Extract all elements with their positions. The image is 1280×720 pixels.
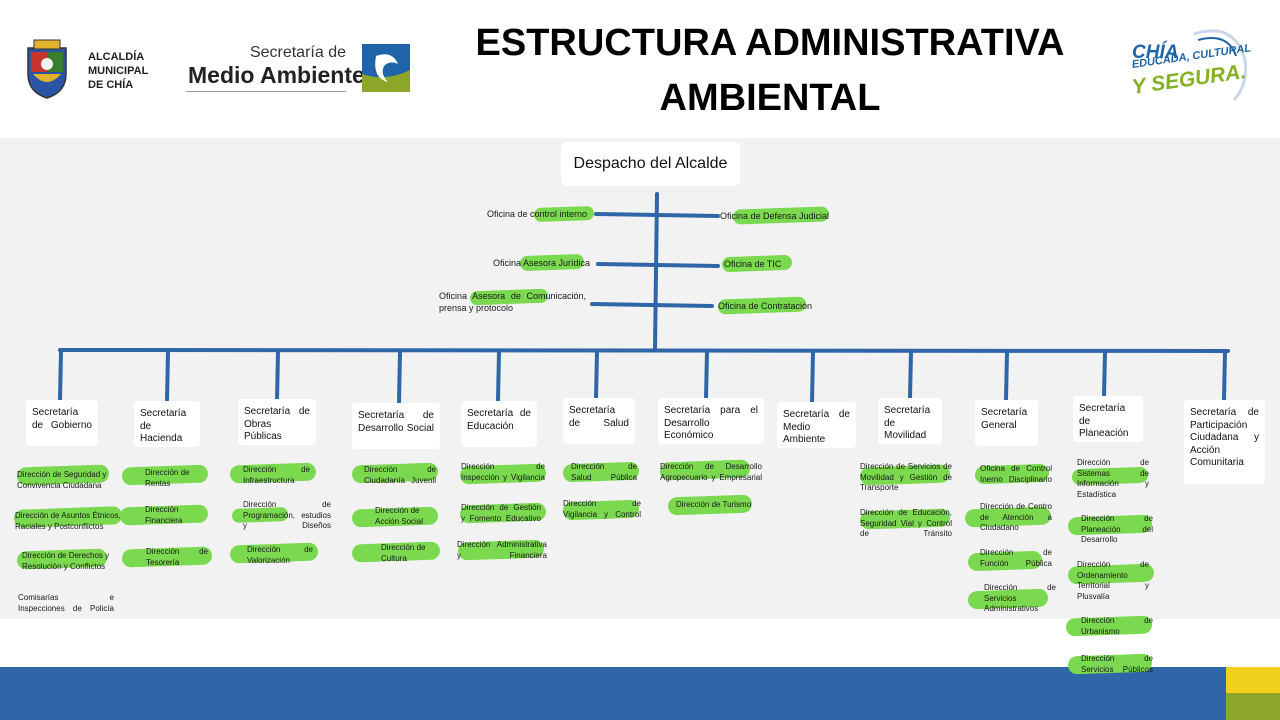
office-defensa-judicial: Oficina de Defensa Judicial xyxy=(720,211,830,221)
direccion-servicios-administrativos: Dirección de Servicios Administrativos xyxy=(984,583,1056,613)
title-line-2: AMBIENTAL xyxy=(659,77,881,119)
secretaria-desarrollo-economico: Secretaría para el Desarrollo Económico xyxy=(658,398,764,444)
swoosh-icon xyxy=(1193,29,1248,101)
secretaria-salud: Secretaría de Salud xyxy=(563,398,635,444)
alcaldia-line-3: DE CHÍA xyxy=(88,79,134,91)
drop-educacion xyxy=(496,350,501,402)
drop-salud xyxy=(594,350,599,400)
drop-movilidad xyxy=(908,350,913,400)
direccion-derechos-resolucion: Dirección de Derechos y Resolución y Con… xyxy=(22,551,110,571)
drop-hacienda xyxy=(165,350,170,402)
direccion-tesoreria: Dirección de Tesorería xyxy=(146,547,208,567)
secretarias-bus xyxy=(58,348,1230,353)
direccion-vigilancia-control: Dirección de Vigilancia y Control xyxy=(563,499,641,519)
secretaria-gobierno: Secretaría de Gobierno xyxy=(26,400,98,446)
direccion-inspeccion-vigilancia: Dirección de Inspección y Vigilancia xyxy=(461,462,545,482)
direccion-infraestructura: Dirección de Infraestructura xyxy=(243,465,310,485)
direccion-programacion-estudios: Dirección de Programación, estudios y Di… xyxy=(243,500,331,530)
drop-social xyxy=(397,350,402,404)
direccion-salud-publica: Dirección de Salud Pública xyxy=(571,462,637,482)
direccion-servicios-publicos: Dirección de Servicios Públicos xyxy=(1081,654,1153,674)
office-asesora-juridica: Oficina Asesora Jurídica xyxy=(493,258,591,268)
drop-obras xyxy=(275,350,280,402)
footer-accent-yellow xyxy=(1226,667,1280,693)
office-control-interno: Oficina de control interno xyxy=(487,209,588,219)
secretaria-participacion-ciudadana: Secretaría de Participación Ciudadana y … xyxy=(1184,400,1265,484)
direccion-sistemas-informacion: Dirección de Sistemas de Información y E… xyxy=(1077,458,1149,499)
footer-accent-green xyxy=(1226,693,1280,720)
secretaria-educacion: Secretaría de Educación xyxy=(461,401,537,447)
secretaria-movilidad: Secretaría de Movilidad xyxy=(878,398,942,444)
direccion-educacion-seguridad-vial: Dirección de Educación, Seguridad Vial y… xyxy=(860,508,952,538)
secretaria-obras-publicas: Secretaría de Obras Públicas xyxy=(238,399,316,445)
oficina-control-disciplinario: Oficina de Control Inerno Disciplinario xyxy=(980,464,1052,484)
alcaldia-line-1: ALCALDÍA xyxy=(88,51,145,63)
direccion-seguridad-convivencia: Dirección de Seguridad y Convivencia Ciu… xyxy=(17,470,107,490)
coat-of-arms-icon xyxy=(27,39,67,99)
direccion-gestion-fomento: Dirección de Gestión y Fomento Educativo xyxy=(461,503,541,523)
direccion-ordenamiento-territorial: Dirección de Ordenamiento Territorial y … xyxy=(1077,560,1149,601)
office-branch-1 xyxy=(594,212,720,218)
alcaldia-name: ALCALDÍA MUNICIPAL DE CHÍA xyxy=(88,50,148,92)
alcaldia-logo: ALCALDÍA MUNICIPAL DE CHÍA xyxy=(24,38,164,104)
direccion-funcion-publica: Dirección de Función Pública xyxy=(980,548,1052,568)
secretaria-general: Secretaría General xyxy=(975,400,1038,446)
title-line-1: ESTRUCTURA ADMINISTRATIVA xyxy=(475,22,1065,64)
direccion-urbanismo: Dirección de Urbanismo xyxy=(1081,616,1153,636)
office-comunicacion: Oficina Asesora de Comunicación, prensa … xyxy=(439,291,586,313)
drop-participacion xyxy=(1222,350,1227,402)
logo-divider xyxy=(186,91,346,92)
direccion-turismo: Dirección de Turismo xyxy=(676,500,752,509)
secretaria-medio-ambiente: Secretaría de Medio Ambiente xyxy=(777,402,856,448)
secretaria-desarrollo-social: Secretaría de Desarrollo Social xyxy=(352,403,440,449)
drop-medio-ambiente xyxy=(810,350,815,404)
secretaria-medio-ambiente-logo: Secretaría de Medio Ambiente xyxy=(186,42,410,94)
footer-band xyxy=(0,667,1226,720)
secretaria-label: Secretaría de xyxy=(249,44,346,61)
drop-gobierno xyxy=(58,350,63,402)
despacho-alcalde-box: Despacho del Alcalde xyxy=(561,142,740,186)
direccion-valorizacion: Dirección de Valorización xyxy=(247,545,313,565)
slogan-line-1: CHÍA xyxy=(1132,42,1179,63)
direccion-planeacion-desarrollo: Dirección de Planeación del Desarrollo xyxy=(1081,514,1153,544)
medio-ambiente-label: Medio Ambiente xyxy=(188,62,365,88)
direccion-centro-atencion: Dirección de Centro de Atención a Ciudad… xyxy=(980,502,1052,532)
direccion-cultura: Dirección de Cultura xyxy=(381,543,426,563)
trunk-line xyxy=(653,192,659,352)
drop-economico xyxy=(704,350,709,400)
office-contratacion: Oficina de Contratación xyxy=(718,301,813,311)
drop-planeacion xyxy=(1102,350,1107,398)
direccion-administrativa-financiera: Dirección Administrativa y Financiera xyxy=(457,540,547,560)
direccion-rentas: Dirección de Rentas xyxy=(145,468,190,488)
secretaria-hacienda: Secretaría de Hacienda xyxy=(134,401,200,447)
direccion-servicios-movilidad: Dirección de Servicios de Movilidad y Ge… xyxy=(860,462,952,492)
office-tic: Oficina de TIC xyxy=(724,259,782,269)
drop-general xyxy=(1004,350,1009,402)
chia-slogan-logo: CHÍA EDUCADA, CULTURAL Y SEGURA. xyxy=(1128,26,1258,116)
direccion-financiera: Dirección Financiera xyxy=(145,505,183,525)
direccion-accion-social: Dirección de Acción Social xyxy=(375,506,424,526)
office-branch-2 xyxy=(596,262,720,268)
page-title: ESTRUCTURA ADMINISTRATIVA AMBIENTAL xyxy=(430,16,1110,126)
environment-emblem-icon xyxy=(362,44,410,92)
direccion-desarrollo-agropecuario: Dirección de Desarrollo Agropecuario y E… xyxy=(660,462,762,482)
org-chart-canvas xyxy=(0,138,1280,619)
comisarias-inspecciones: Comisarías e Inspecciones de Policía xyxy=(18,593,114,613)
secretaria-planeacion: Secretaría de Planeación xyxy=(1073,396,1143,442)
header xyxy=(0,0,1280,138)
direccion-ciudadania-juvenil: Dirección de Ciudadanía Juvenil xyxy=(364,465,436,485)
direccion-asuntos-etnicos: Dirección de Asuntos Étnicos, Raciales y… xyxy=(15,511,121,531)
alcaldia-line-2: MUNICIPAL xyxy=(88,65,149,77)
office-branch-3 xyxy=(590,302,714,308)
